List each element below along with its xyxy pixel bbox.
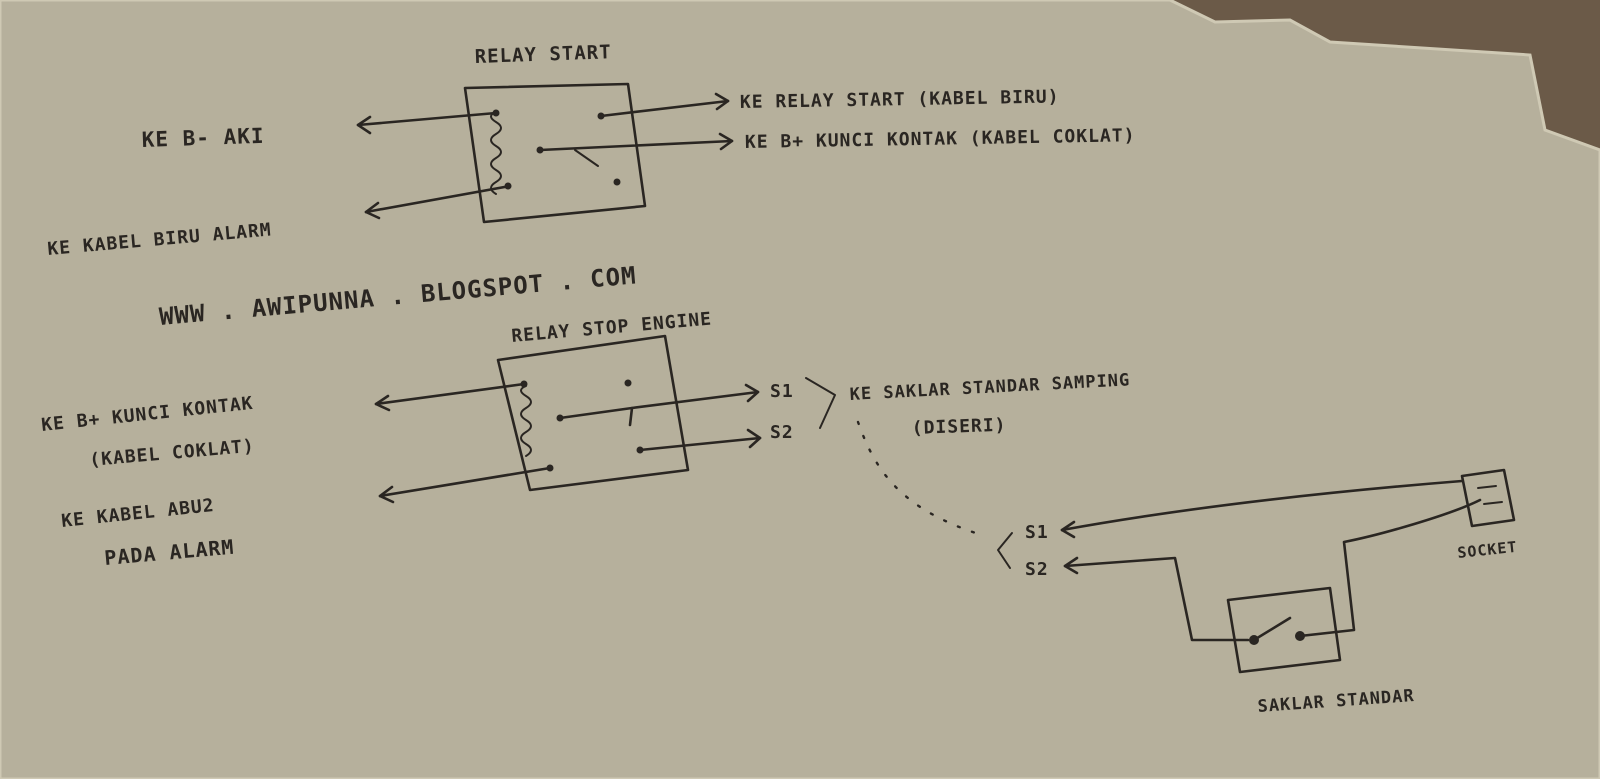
label-ke-b-aki: KE B- AKI [141,124,265,152]
wire-relay-start-kunci-kontak [538,139,734,152]
arrow-relay-stop-s1 [744,383,760,403]
relay-stop-box [496,334,690,492]
switch-lever [1252,616,1292,642]
label-relay-stop-s2: S2 [770,422,794,443]
relay-start-box [463,82,647,224]
wire-relay-stop-s2 [638,436,762,452]
wire-relay-stop-s1 [630,390,760,410]
wire-relay-stop-kunci-kontak [374,382,526,406]
wire-socket-to-s1 [1060,479,1464,532]
wire-s2-to-switch [1063,556,1250,642]
relay-start-title: RELAY START [474,41,612,68]
brace-side-s1-s2 [997,532,1013,569]
arrow-relay-stop-s2 [746,428,762,449]
brace-s1-s2 [805,377,836,429]
node-relay-stop-coil-bottom [546,464,554,472]
node-relay-start-coil-top [492,109,500,117]
socket-pins [1477,485,1503,505]
arrow-kabel-biru-alarm [364,201,381,220]
arrow-relay-stop-kunci-kontak [374,394,391,412]
label-relay-stop-s1: S1 [770,381,794,402]
switch-contact-right [1295,631,1305,641]
node-relay-start-coil-bottom [504,182,512,190]
node-relay-start-nc [613,178,621,186]
wire-relay-start-b-aki [356,111,498,127]
relay-start-switch-lever [574,149,599,167]
saklar-standar-box [1226,586,1342,674]
arrow-b-aki [356,115,372,135]
node-relay-stop-no [624,379,632,387]
relay-stop-coil [520,385,532,457]
dotted-connector [856,420,987,538]
label-side-s2: S2 [1025,559,1049,580]
label-side-s1: S1 [1025,522,1049,543]
arrow-relay-stop-abu2 [378,485,395,504]
wire-relay-start-kabel-biru-alarm [364,184,512,214]
arrow-relay-start-kabel-biru [714,92,730,111]
relay-start-coil [490,111,502,195]
arrow-relay-start-kunci-kontak [718,132,734,151]
arrow-side-s1 [1060,520,1076,539]
wire-relay-stop-abu2 [378,466,552,498]
label-diseri: (DISERI) [911,415,1006,439]
arrow-side-s2 [1063,556,1079,575]
socket-box [1460,468,1516,528]
wire-switch-to-socket [1298,498,1482,638]
node-relay-stop-coil-top [520,380,528,388]
wire-relay-start-kabel-biru [599,99,730,118]
